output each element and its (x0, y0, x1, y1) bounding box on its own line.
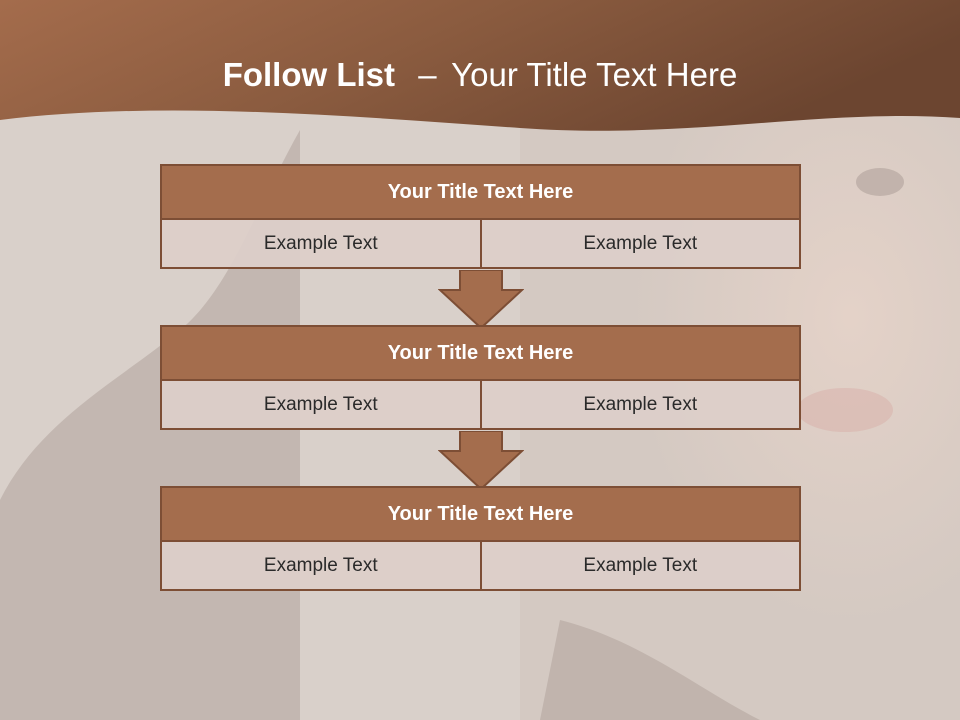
step-block-1: Your Title Text Here Example Text Exampl… (160, 164, 801, 269)
step-cell-right: Example Text (481, 381, 801, 430)
step-cell-left: Example Text (160, 542, 482, 591)
step-block-2: Your Title Text Here Example Text Exampl… (160, 325, 801, 430)
header-band (0, 0, 960, 131)
title-rest-text: Your Title Text Here (451, 56, 738, 93)
step-title: Your Title Text Here (160, 164, 801, 220)
step-row: Example Text Example Text (160, 542, 801, 591)
step-row: Example Text Example Text (160, 381, 801, 430)
step-cell-left: Example Text (160, 381, 482, 430)
down-arrow-icon (438, 431, 524, 491)
step-cell-right: Example Text (481, 542, 801, 591)
eye-shape (856, 168, 904, 196)
slide-title: Follow List – Your Title Text Here (0, 56, 960, 94)
lips-shape (797, 388, 893, 432)
step-block-3: Your Title Text Here Example Text Exampl… (160, 486, 801, 591)
step-title: Your Title Text Here (160, 325, 801, 381)
hair-shape-right (540, 620, 760, 720)
step-title: Your Title Text Here (160, 486, 801, 542)
step-row: Example Text Example Text (160, 220, 801, 269)
step-cell-left: Example Text (160, 220, 482, 269)
title-dash: – (418, 56, 437, 93)
step-cell-right: Example Text (481, 220, 801, 269)
title-bold-text: Follow List (222, 56, 396, 93)
down-arrow-icon (438, 270, 524, 330)
